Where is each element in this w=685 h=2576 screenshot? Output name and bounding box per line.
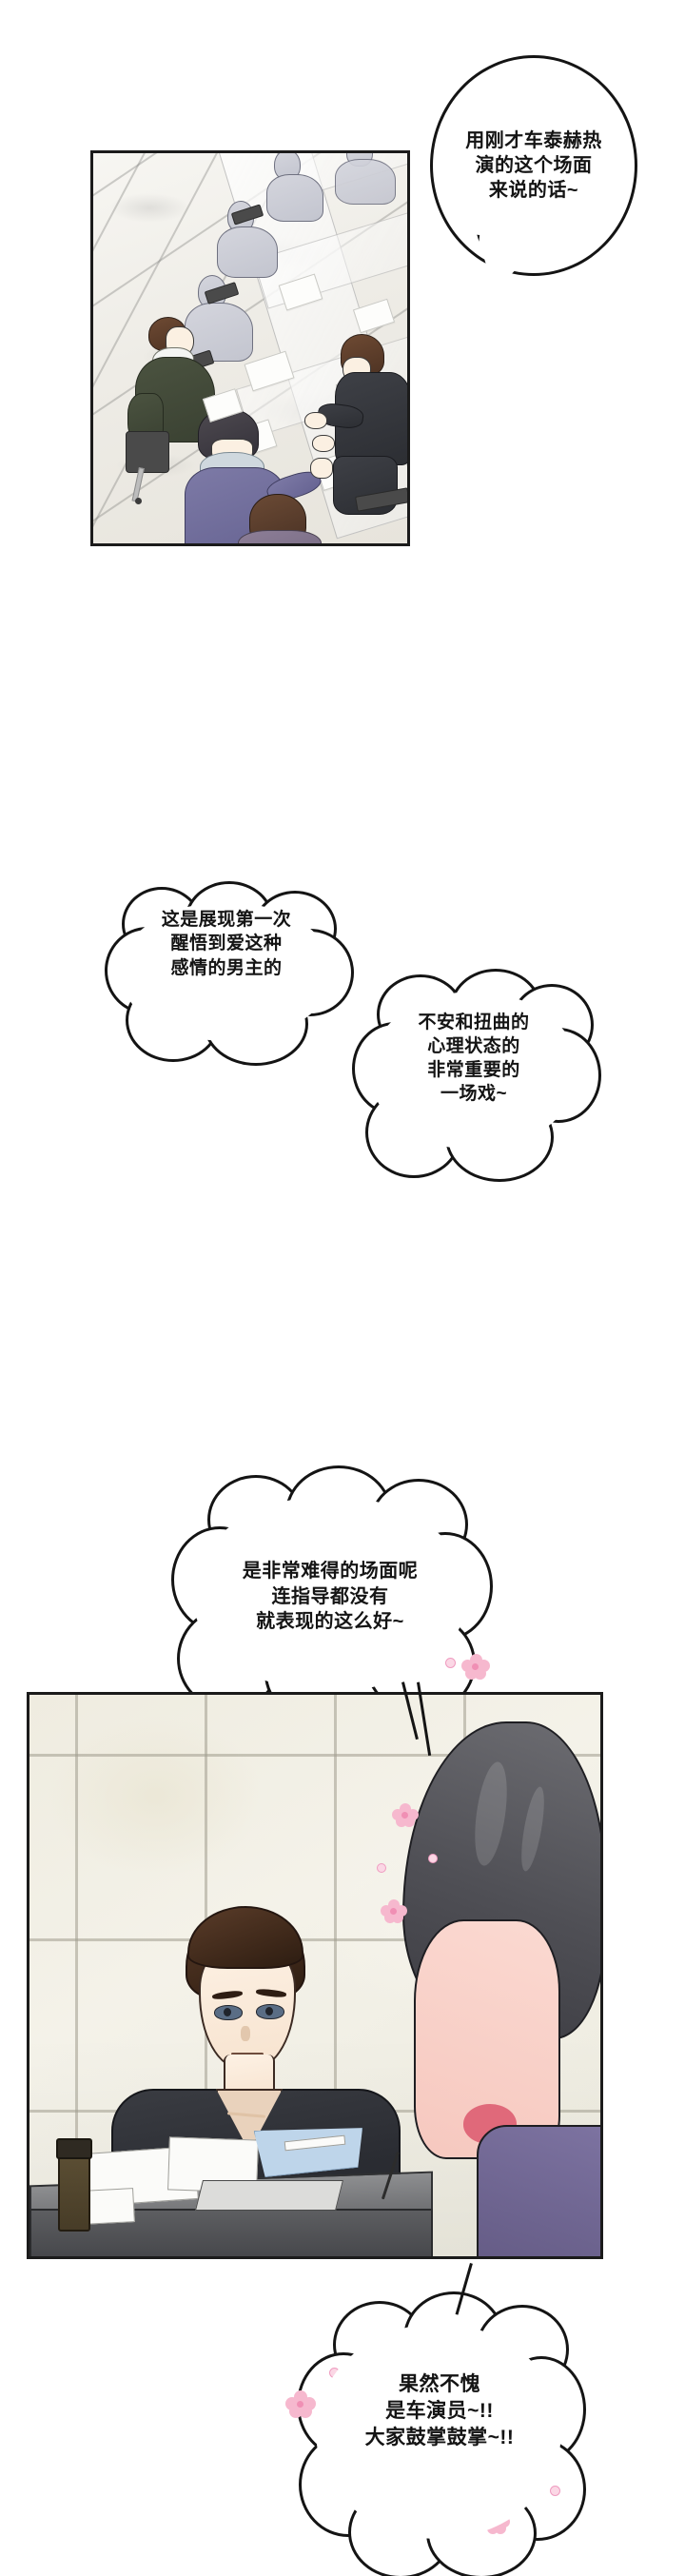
bubble-core <box>120 902 333 1041</box>
speech-bubble-2-text: 这是展现第一次 醒悟到爱这种 感情的男主的 <box>161 910 292 978</box>
sakura-dot <box>550 2486 560 2496</box>
sakura-dot <box>428 1854 438 1863</box>
office-chair <box>126 431 169 473</box>
coffee-cup <box>379 269 391 291</box>
sakura-petal <box>285 2390 316 2419</box>
wall-seam <box>29 1938 600 1941</box>
background-extra-body <box>185 303 253 362</box>
speech-bubble-3-text: 不安和扭曲的 心理状态的 非常重要的 一场戏~ <box>418 1012 530 1105</box>
sakura-dot <box>445 1658 456 1668</box>
character-mauve-top <box>238 530 322 543</box>
speech-bubble-1-text: 用刚才车泰赫热 演的这个场面 来说的话~ <box>465 130 602 201</box>
bubble-core <box>369 992 578 1150</box>
actor-nose <box>241 2026 250 2041</box>
coffee-cup <box>266 389 279 411</box>
wall-seam <box>75 1695 78 2142</box>
coffee-tumbler <box>58 2150 90 2232</box>
speech-bubble-2: 这是展现第一次 醒悟到爱这种 感情的男主的 <box>105 881 354 1066</box>
actor-pupil-left <box>224 2008 231 2016</box>
bubble-core <box>316 2324 561 2539</box>
bubble-core <box>192 1496 468 1692</box>
coffee-cup <box>337 245 349 266</box>
wall-seam <box>334 1695 337 2142</box>
speech-bubble-3: 不安和扭曲的 心理状态的 非常重要的 一场戏~ <box>352 969 601 1182</box>
sakura-dot <box>377 1863 386 1873</box>
wall-seam <box>29 1754 600 1757</box>
speech-bubble-1: 用刚才车泰赫热 演的这个场面 来说的话~ <box>430 55 637 276</box>
sakura-petal <box>461 1654 490 1681</box>
character-hand <box>310 458 333 479</box>
laptop <box>195 2180 343 2211</box>
tumbler-lid <box>56 2138 92 2159</box>
character-hand <box>312 435 335 452</box>
speech-bubble-4-text: 是非常难得的场面呢 连指导都没有 就表现的这么好~ <box>242 1561 419 1633</box>
sakura-petal <box>392 1803 419 1828</box>
speech-bubble-5: 果然不愧 是车演员~!! 大家鼓掌鼓掌~!! <box>297 2291 586 2576</box>
character-hand <box>304 412 327 429</box>
background-extra-body <box>266 174 323 222</box>
actor-pupil-right <box>265 2007 273 2016</box>
speech-bubble-5-text: 果然不愧 是车演员~!! 大家鼓掌鼓掌~!! <box>364 2373 515 2448</box>
background-extra-body <box>335 159 396 205</box>
background-extra-body <box>217 226 278 278</box>
comic-panel-actor-closeup <box>27 1692 603 2259</box>
sakura-petal <box>381 1899 407 1924</box>
foreground-woman-shoulder <box>477 2125 600 2256</box>
actor-mouth <box>231 2053 264 2055</box>
coffee-cup <box>295 315 307 337</box>
chair-caster <box>135 498 142 504</box>
comic-panel-meeting-room <box>90 150 410 546</box>
